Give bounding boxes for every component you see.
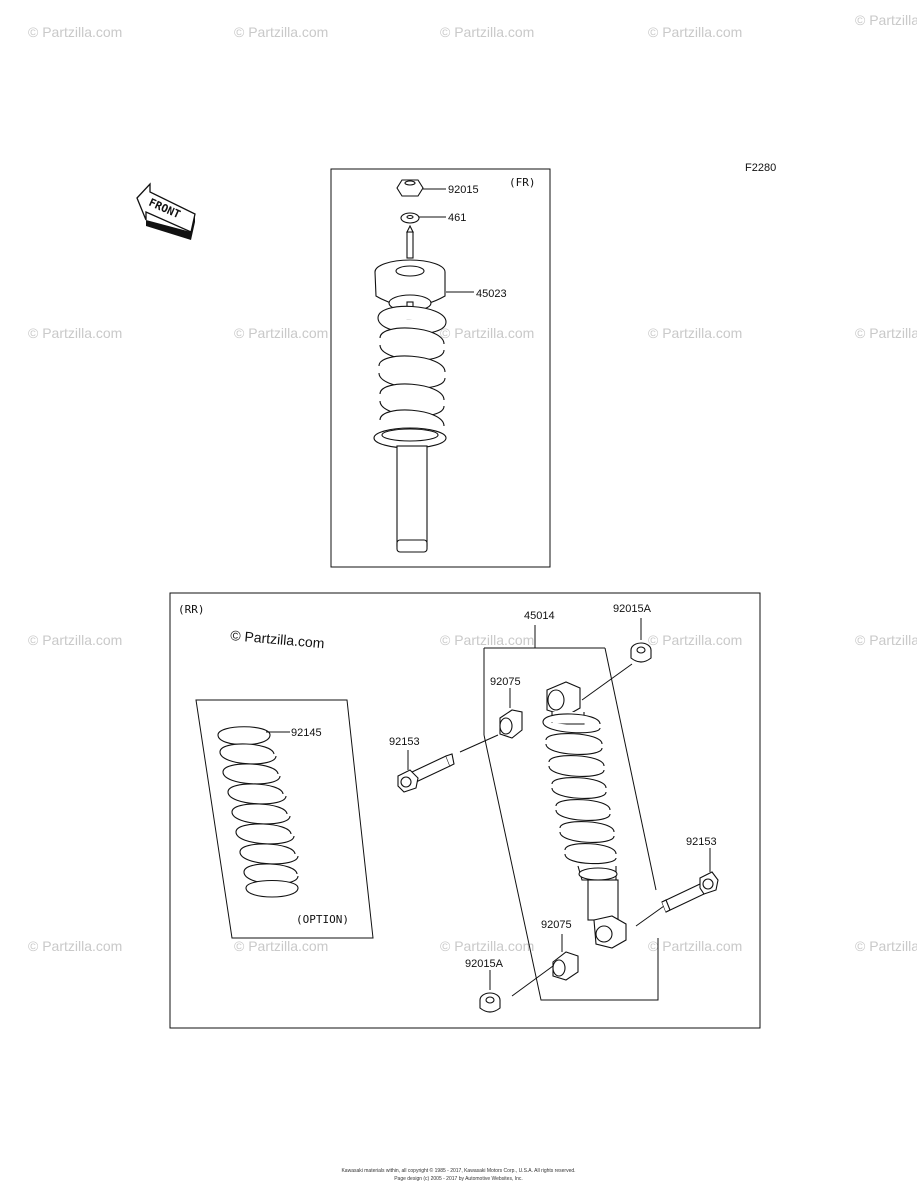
front-shock-icon — [373, 224, 447, 553]
part-label: 461 — [448, 212, 466, 224]
part-label: 92153 — [686, 836, 717, 848]
washer-icon — [400, 212, 420, 224]
watermark: © Partzilla.com — [28, 938, 122, 954]
part-label: 92153 — [389, 736, 420, 748]
watermark: © Partzilla.com — [440, 325, 534, 341]
rear-shock-icon — [542, 681, 627, 949]
cap-top-icon — [630, 642, 652, 663]
cap-bottom-icon — [479, 992, 501, 1013]
part-label: 92015A — [465, 958, 504, 970]
watermark: © Partzilla.com — [648, 325, 742, 341]
part-label: 92145 — [291, 727, 322, 739]
bolt-top-icon — [397, 734, 499, 793]
footer-copyright: Kawasaki materials within, all copyright… — [341, 1168, 576, 1174]
rear-frame — [169, 592, 761, 1029]
watermark: © Partzilla.com — [855, 325, 917, 341]
front-tag: (FR) — [509, 176, 536, 189]
front-frame — [330, 168, 551, 568]
watermark-layer: © Partzilla.com © Partzilla.com © Partzi… — [28, 12, 917, 954]
watermark: © Partzilla.com — [648, 938, 742, 954]
figure-code: F2280 — [745, 162, 776, 174]
front-arrow-icon: FRONT — [136, 182, 196, 240]
part-label: 92075 — [541, 919, 572, 931]
collar-top-icon — [499, 709, 523, 739]
watermark: © Partzilla.com — [855, 938, 917, 954]
part-label: 92075 — [490, 676, 521, 688]
part-label: 92015 — [448, 184, 479, 196]
watermark: © Partzilla.com — [28, 632, 122, 648]
part-label: 45023 — [476, 288, 507, 300]
nut-icon — [396, 179, 424, 197]
watermark: © Partzilla.com — [648, 632, 742, 648]
front-section: (FR) 92015 461 — [330, 168, 551, 568]
footer-design: Page design (c) 2005 - 2017 by Automotiv… — [394, 1176, 523, 1182]
part-label: 92015A — [613, 603, 652, 615]
rear-tag: (RR) — [178, 603, 205, 616]
rear-section: (RR) © Partzilla.com 92145 (OPTION) — [169, 592, 761, 1029]
rear-spring-icon — [217, 726, 299, 898]
watermark: © Partzilla.com — [648, 24, 742, 40]
watermark: © Partzilla.com — [440, 632, 534, 648]
watermark: © Partzilla.com — [440, 24, 534, 40]
watermark: © Partzilla.com — [234, 24, 328, 40]
rear-brand: © Partzilla.com — [230, 627, 325, 651]
bolt-bottom-icon — [635, 871, 719, 927]
option-tag: (OPTION) — [296, 913, 349, 926]
watermark: © Partzilla.com — [28, 24, 122, 40]
watermark: © Partzilla.com — [855, 12, 917, 28]
part-label: 45014 — [524, 610, 555, 622]
watermark: © Partzilla.com — [28, 325, 122, 341]
option-frame — [195, 699, 374, 939]
watermark: © Partzilla.com — [440, 938, 534, 954]
watermark: © Partzilla.com — [855, 632, 917, 648]
watermark: © Partzilla.com — [234, 325, 328, 341]
watermark: © Partzilla.com — [234, 938, 328, 954]
collar-bottom-icon — [552, 951, 579, 981]
